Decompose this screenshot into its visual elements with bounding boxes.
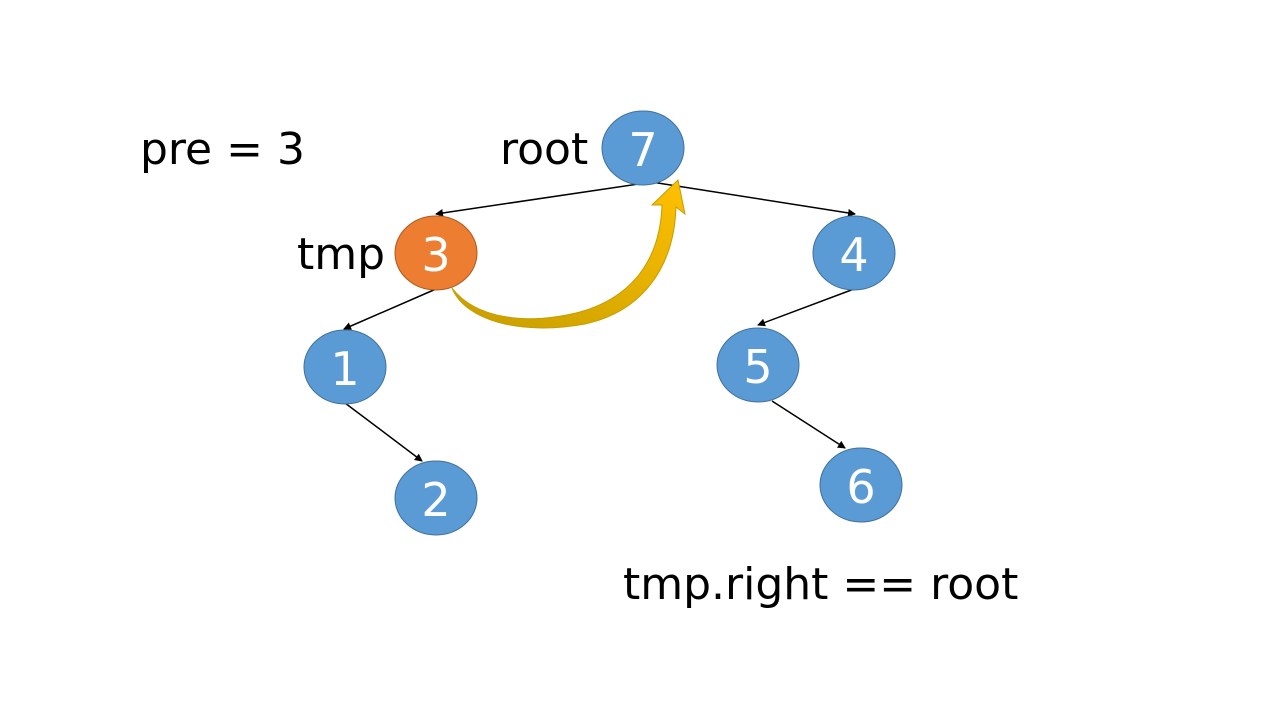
edge-4-to-5 xyxy=(757,288,855,327)
edge-1-to-2 xyxy=(344,402,423,462)
node-value: 7 xyxy=(628,123,657,177)
node-value: 1 xyxy=(330,342,359,396)
tmp-label: tmp xyxy=(297,229,386,280)
tree-node-7: 7 xyxy=(601,110,685,186)
node-value: 6 xyxy=(846,460,875,514)
node-value: 3 xyxy=(421,228,450,282)
tree-node-3: 3 xyxy=(394,215,478,291)
tree-node-1: 1 xyxy=(303,329,387,405)
tmp-right-pointer-arrow xyxy=(451,179,686,329)
node-circle xyxy=(303,329,387,405)
edge-7-to-4 xyxy=(644,180,856,217)
node-circle xyxy=(394,215,478,291)
node-circle xyxy=(394,460,478,536)
node-circle xyxy=(819,447,903,523)
node-value: 5 xyxy=(743,340,772,394)
tree-node-2: 2 xyxy=(394,460,478,536)
node-circle xyxy=(812,215,896,291)
node-circle xyxy=(716,327,800,403)
tree-node-5: 5 xyxy=(716,327,800,403)
root-label: root xyxy=(500,124,589,175)
condition-label: tmp.right == root xyxy=(623,559,1019,610)
edge-3-to-1 xyxy=(343,288,437,330)
edge-7-to-3 xyxy=(435,182,646,217)
edge-5-to-6 xyxy=(771,400,846,449)
node-value: 4 xyxy=(839,228,868,282)
tree-node-4: 4 xyxy=(812,215,896,291)
node-circle xyxy=(601,110,685,186)
node-value: 2 xyxy=(421,473,450,527)
tree-node-6: 6 xyxy=(819,447,903,523)
pre-label: pre = 3 xyxy=(140,124,305,175)
